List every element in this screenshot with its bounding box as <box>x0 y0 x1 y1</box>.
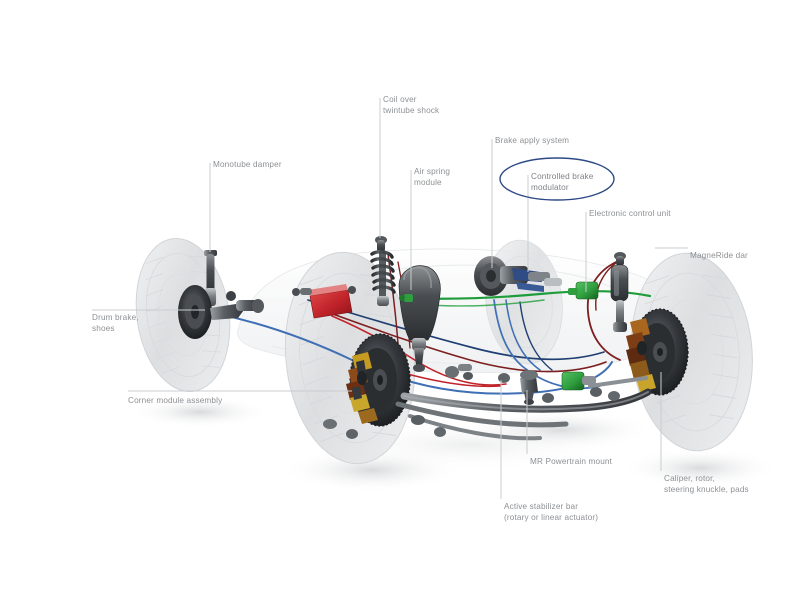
red-component-block <box>292 284 356 319</box>
active-stabilizer-bar <box>395 371 652 441</box>
fuel-line-dark-red <box>315 307 607 373</box>
brake-line-blue-rear <box>307 299 605 361</box>
coil-over-twintube-shock <box>370 236 396 306</box>
mr-powertrain-mount <box>520 370 538 405</box>
front-left-corner-assembly <box>178 250 264 339</box>
brake-apply-system-assembly <box>399 256 599 302</box>
leader-lines <box>92 98 688 499</box>
rear-right-brake-assembly <box>626 308 689 396</box>
front-right-brake-assembly <box>346 333 411 427</box>
chassis-hardware <box>323 364 510 439</box>
air-spring-module <box>398 265 441 372</box>
ground-shadows <box>130 396 780 492</box>
magneride-damper <box>610 252 629 332</box>
routing-lines <box>213 253 652 395</box>
controlled-brake-modulator-highlight <box>499 157 615 201</box>
wheel-rear-right <box>631 252 753 452</box>
